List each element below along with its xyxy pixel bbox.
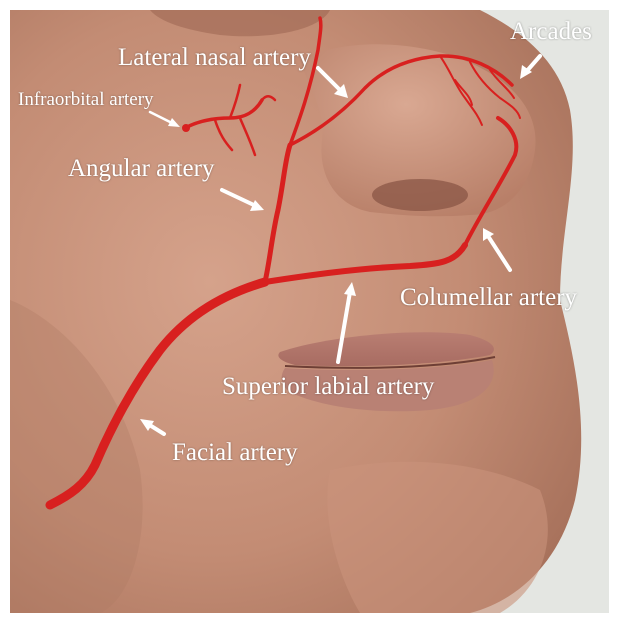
label-columellar-artery: Columellar artery	[400, 285, 577, 310]
label-infraorbital-artery: Infraorbital artery	[18, 90, 154, 109]
chin	[327, 462, 548, 613]
label-facial-artery: Facial artery	[172, 440, 298, 465]
label-lateral-nasal-artery: Lateral nasal artery	[118, 45, 311, 70]
infraorbital-foramen-dot	[182, 124, 190, 132]
label-superior-labial-artery: Superior labial artery	[222, 374, 434, 399]
nostril-shadow	[372, 179, 468, 211]
label-angular-artery: Angular artery	[68, 156, 214, 181]
label-arcades: Arcades	[510, 19, 592, 44]
